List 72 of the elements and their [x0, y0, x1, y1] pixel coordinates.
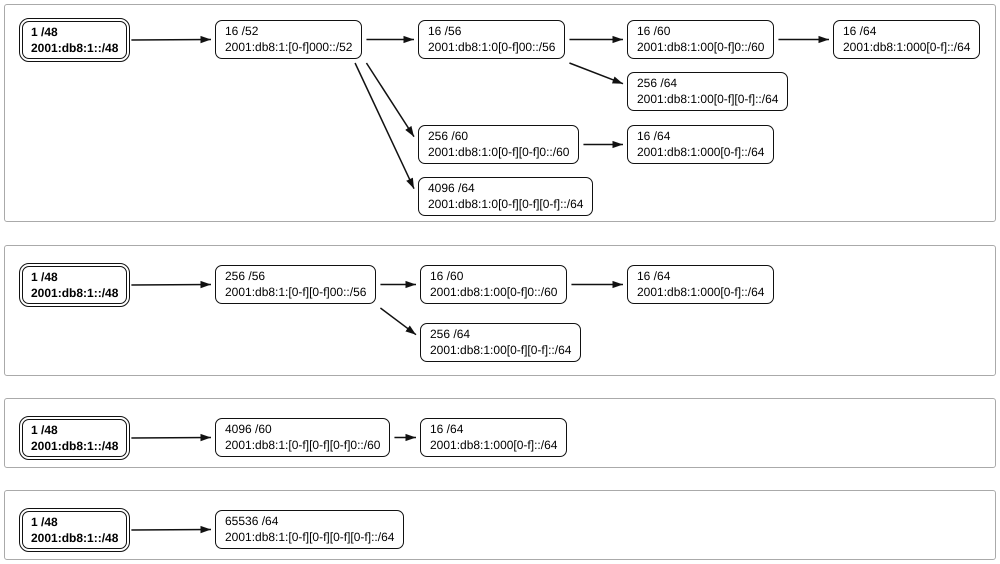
prefix-box	[627, 265, 774, 304]
prefix-box	[627, 20, 774, 59]
prefix-range: 2001:db8:1:[0-f][0-f][0-f][0-f]::/64	[225, 529, 394, 545]
prefix-box	[215, 510, 404, 549]
arrow	[583, 140, 623, 148]
prefix-range: 2001:db8:1:00[0-f][0-f]::/64	[637, 91, 778, 107]
root-prefix-box	[22, 266, 128, 304]
prefix-range: 2001:db8:1::/48	[31, 40, 118, 56]
prefix-box	[627, 125, 774, 164]
panel-frame	[4, 4, 996, 222]
panel-frame	[4, 245, 996, 376]
arrow	[380, 307, 416, 336]
arrow	[571, 280, 623, 288]
prefix-count: 16 /52	[225, 23, 260, 39]
prefix-range: 2001:db8:1:00[0-f]0::/60	[637, 39, 764, 55]
prefix-box	[215, 20, 362, 59]
prefix-range: 2001:db8:1::/48	[31, 530, 118, 546]
prefix-count: 4096 /60	[225, 421, 273, 437]
root-prefix-box	[22, 21, 128, 59]
prefix-count: 1 /48	[31, 269, 59, 285]
prefix-range: 2001:db8:1:00[0-f][0-f]::/64	[430, 342, 572, 358]
prefix-count: 1 /48	[31, 422, 59, 438]
prefix-range: 2001:db8:1::/48	[31, 438, 118, 454]
prefix-box	[420, 323, 582, 362]
prefix-box	[420, 265, 568, 304]
arrow	[569, 36, 623, 44]
arrow	[569, 62, 624, 84]
prefix-range: 2001:db8:1:[0-f][0-f]00::/56	[225, 284, 366, 300]
arrow	[366, 62, 415, 138]
prefix-count: 256 /56	[225, 268, 266, 284]
prefix-range: 2001:db8:1:000[0-f]::/64	[843, 39, 970, 55]
prefix-range: 2001:db8:1:0[0-f][0-f]0::/60	[428, 144, 570, 160]
prefix-box	[627, 72, 788, 111]
prefix-box	[833, 20, 980, 59]
root-prefix-box	[22, 511, 128, 549]
prefix-count: 256 /60	[428, 128, 470, 144]
prefix-range: 2001:db8:1:0[0-f][0-f][0-f]::/64	[428, 196, 584, 212]
prefix-count: 256 /64	[637, 75, 678, 91]
arrow	[354, 62, 415, 190]
arrow	[778, 36, 829, 44]
prefix-count: 16 /56	[428, 23, 462, 39]
prefix-range: 2001:db8:1:00[0-f]0::/60	[430, 284, 558, 300]
prefix-box	[418, 177, 594, 216]
root-prefix-box	[22, 419, 128, 457]
prefix-box	[420, 418, 568, 457]
prefix-count: 16 /60	[430, 268, 464, 284]
prefix-range: 2001:db8:1:0[0-f]00::/56	[428, 39, 556, 55]
prefix-count: 1 /48	[31, 24, 59, 40]
arrow	[366, 36, 414, 44]
arrow	[380, 280, 416, 288]
panel-frame	[4, 398, 996, 468]
prefix-count: 4096 /64	[428, 180, 476, 196]
prefix-count: 16 /64	[637, 268, 672, 284]
prefix-range: 2001:db8:1:[0-f]000::/52	[225, 39, 352, 55]
prefix-count: 16 /60	[637, 23, 672, 39]
prefix-box	[215, 265, 376, 304]
prefix-box	[215, 418, 390, 457]
prefix-range: 2001:db8:1::/48	[31, 285, 118, 301]
prefix-range: 2001:db8:1:[0-f][0-f][0-f]0::/60	[225, 437, 380, 453]
prefix-box	[418, 20, 566, 59]
panel-frame	[4, 490, 996, 560]
prefix-count: 65536 /64	[225, 513, 280, 529]
prefix-range: 2001:db8:1:000[0-f]::/64	[430, 437, 558, 453]
prefix-count: 256 /64	[430, 326, 472, 342]
arrow	[394, 434, 416, 442]
prefix-range: 2001:db8:1:000[0-f]::/64	[637, 144, 764, 160]
prefix-box	[418, 125, 580, 164]
prefix-count: 16 /64	[430, 421, 464, 437]
prefix-count: 1 /48	[31, 514, 59, 530]
prefix-count: 16 /64	[637, 128, 672, 144]
prefix-range: 2001:db8:1:000[0-f]::/64	[637, 284, 764, 300]
prefix-count: 16 /64	[843, 23, 878, 39]
